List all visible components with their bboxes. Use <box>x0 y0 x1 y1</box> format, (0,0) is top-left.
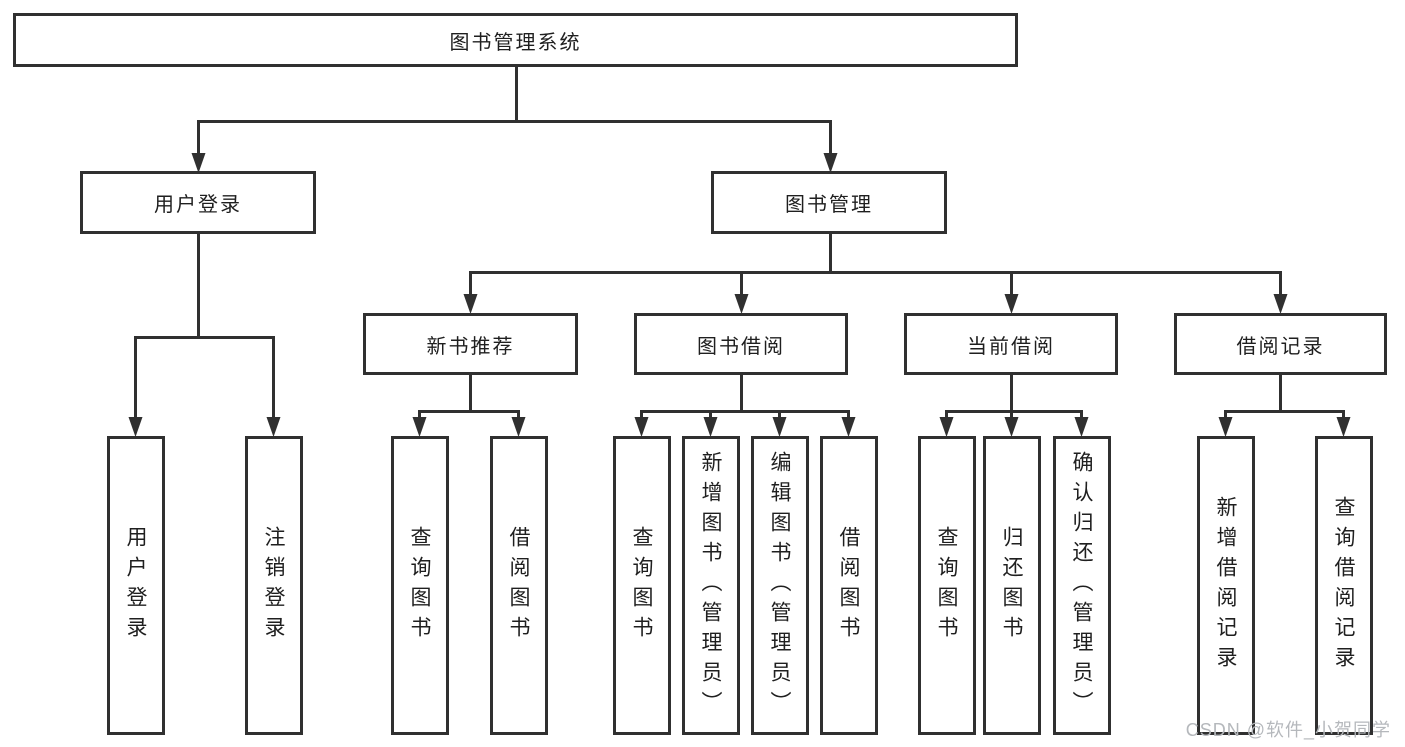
leaf-borrow-query-books: 查询图书 <box>612 436 671 735</box>
leaf-recommend-query-books: 查询图书 <box>390 436 449 735</box>
connector-root-rail <box>197 120 832 162</box>
arrow-down-icon <box>734 294 749 314</box>
node-label: 当前借阅 <box>967 335 1055 358</box>
connector-bookmgmt-rail <box>469 271 1282 300</box>
arrow-down-icon <box>634 417 649 437</box>
leaf-recommend-borrow-books: 借阅图书 <box>489 436 548 735</box>
arrowheads <box>128 153 1351 437</box>
leaf-records-query-record: 查询借阅记录 <box>1314 436 1373 735</box>
connector-current-rail <box>945 410 1083 421</box>
connector-userlogin-rail <box>134 336 275 421</box>
leaf-current-return-books: 归还图书 <box>982 436 1041 735</box>
node-label: 用户登录 <box>154 194 242 216</box>
arrow-down-icon <box>1004 417 1019 437</box>
leaf-borrow-edit-books-admin: 编辑图书（管理员） <box>750 436 809 735</box>
arrow-down-icon <box>412 417 427 437</box>
arrow-down-icon <box>703 417 718 437</box>
leaf-user-login: 用户登录 <box>106 436 165 735</box>
node-book-management: 图书管理 <box>711 171 947 234</box>
arrow-down-icon <box>191 153 206 173</box>
node-label: 新书推荐 <box>426 335 515 358</box>
leaf-label: 查询图书 <box>935 525 958 646</box>
csdn-watermark: CSDN @软件_小贺同学 <box>1185 720 1391 740</box>
leaf-records-add-record: 新增借阅记录 <box>1196 436 1255 735</box>
arrow-down-icon <box>772 417 787 437</box>
arrow-down-icon <box>939 417 954 437</box>
leaf-current-confirm-return-admin: 确认归还（管理员） <box>1052 436 1111 735</box>
arrow-down-icon <box>128 417 143 437</box>
node-new-book-recommend: 新书推荐 <box>363 313 578 375</box>
connector-recommend-rail <box>418 410 520 421</box>
leaf-label: 查询图书 <box>408 525 431 646</box>
leaf-label: 查询图书 <box>630 525 653 646</box>
node-user-login: 用户登录 <box>80 171 316 234</box>
node-borrow-records: 借阅记录 <box>1174 313 1387 375</box>
node-current-borrow: 当前借阅 <box>904 313 1118 375</box>
arrow-down-icon <box>1074 417 1089 437</box>
arrow-down-icon <box>823 153 838 173</box>
connector-records-rail <box>1224 410 1345 421</box>
node-library-management-system: 图书管理系统 <box>13 13 1018 67</box>
arrow-down-icon <box>1336 417 1351 437</box>
leaf-borrow-borrow-books: 借阅图书 <box>819 436 878 735</box>
arrow-down-icon <box>1218 417 1233 437</box>
leaf-label: 借阅图书 <box>837 525 860 646</box>
leaf-label: 用户登录 <box>124 525 147 646</box>
node-label: 图书借阅 <box>697 335 785 358</box>
leaf-label: 确认归还（管理员） <box>1070 450 1093 721</box>
arrow-down-icon <box>841 417 856 437</box>
arrow-down-icon <box>463 294 478 314</box>
node-label: 图书管理系统 <box>449 31 582 54</box>
leaf-label: 编辑图书（管理员） <box>768 450 791 721</box>
leaf-current-query-books: 查询图书 <box>917 436 976 735</box>
connector-borrow-rail <box>640 410 850 421</box>
node-label: 借阅记录 <box>1236 335 1325 358</box>
leaf-label: 新增图书（管理员） <box>699 450 722 721</box>
arrow-down-icon <box>1273 294 1288 314</box>
arrow-down-icon <box>511 417 526 437</box>
leaf-label: 查询借阅记录 <box>1332 495 1355 676</box>
node-label: 图书管理 <box>785 194 873 216</box>
arrow-down-icon <box>1004 294 1019 314</box>
leaf-label: 借阅图书 <box>507 525 530 646</box>
leaf-label: 注销登录 <box>262 525 285 646</box>
leaf-logout: 注销登录 <box>244 436 303 735</box>
arrow-down-icon <box>266 417 281 437</box>
leaf-borrow-add-books-admin: 新增图书（管理员） <box>681 436 740 735</box>
connector-strokes <box>134 66 1345 421</box>
leaf-label: 归还图书 <box>1000 525 1023 646</box>
node-book-borrow: 图书借阅 <box>634 313 848 375</box>
leaf-label: 新增借阅记录 <box>1214 495 1237 676</box>
